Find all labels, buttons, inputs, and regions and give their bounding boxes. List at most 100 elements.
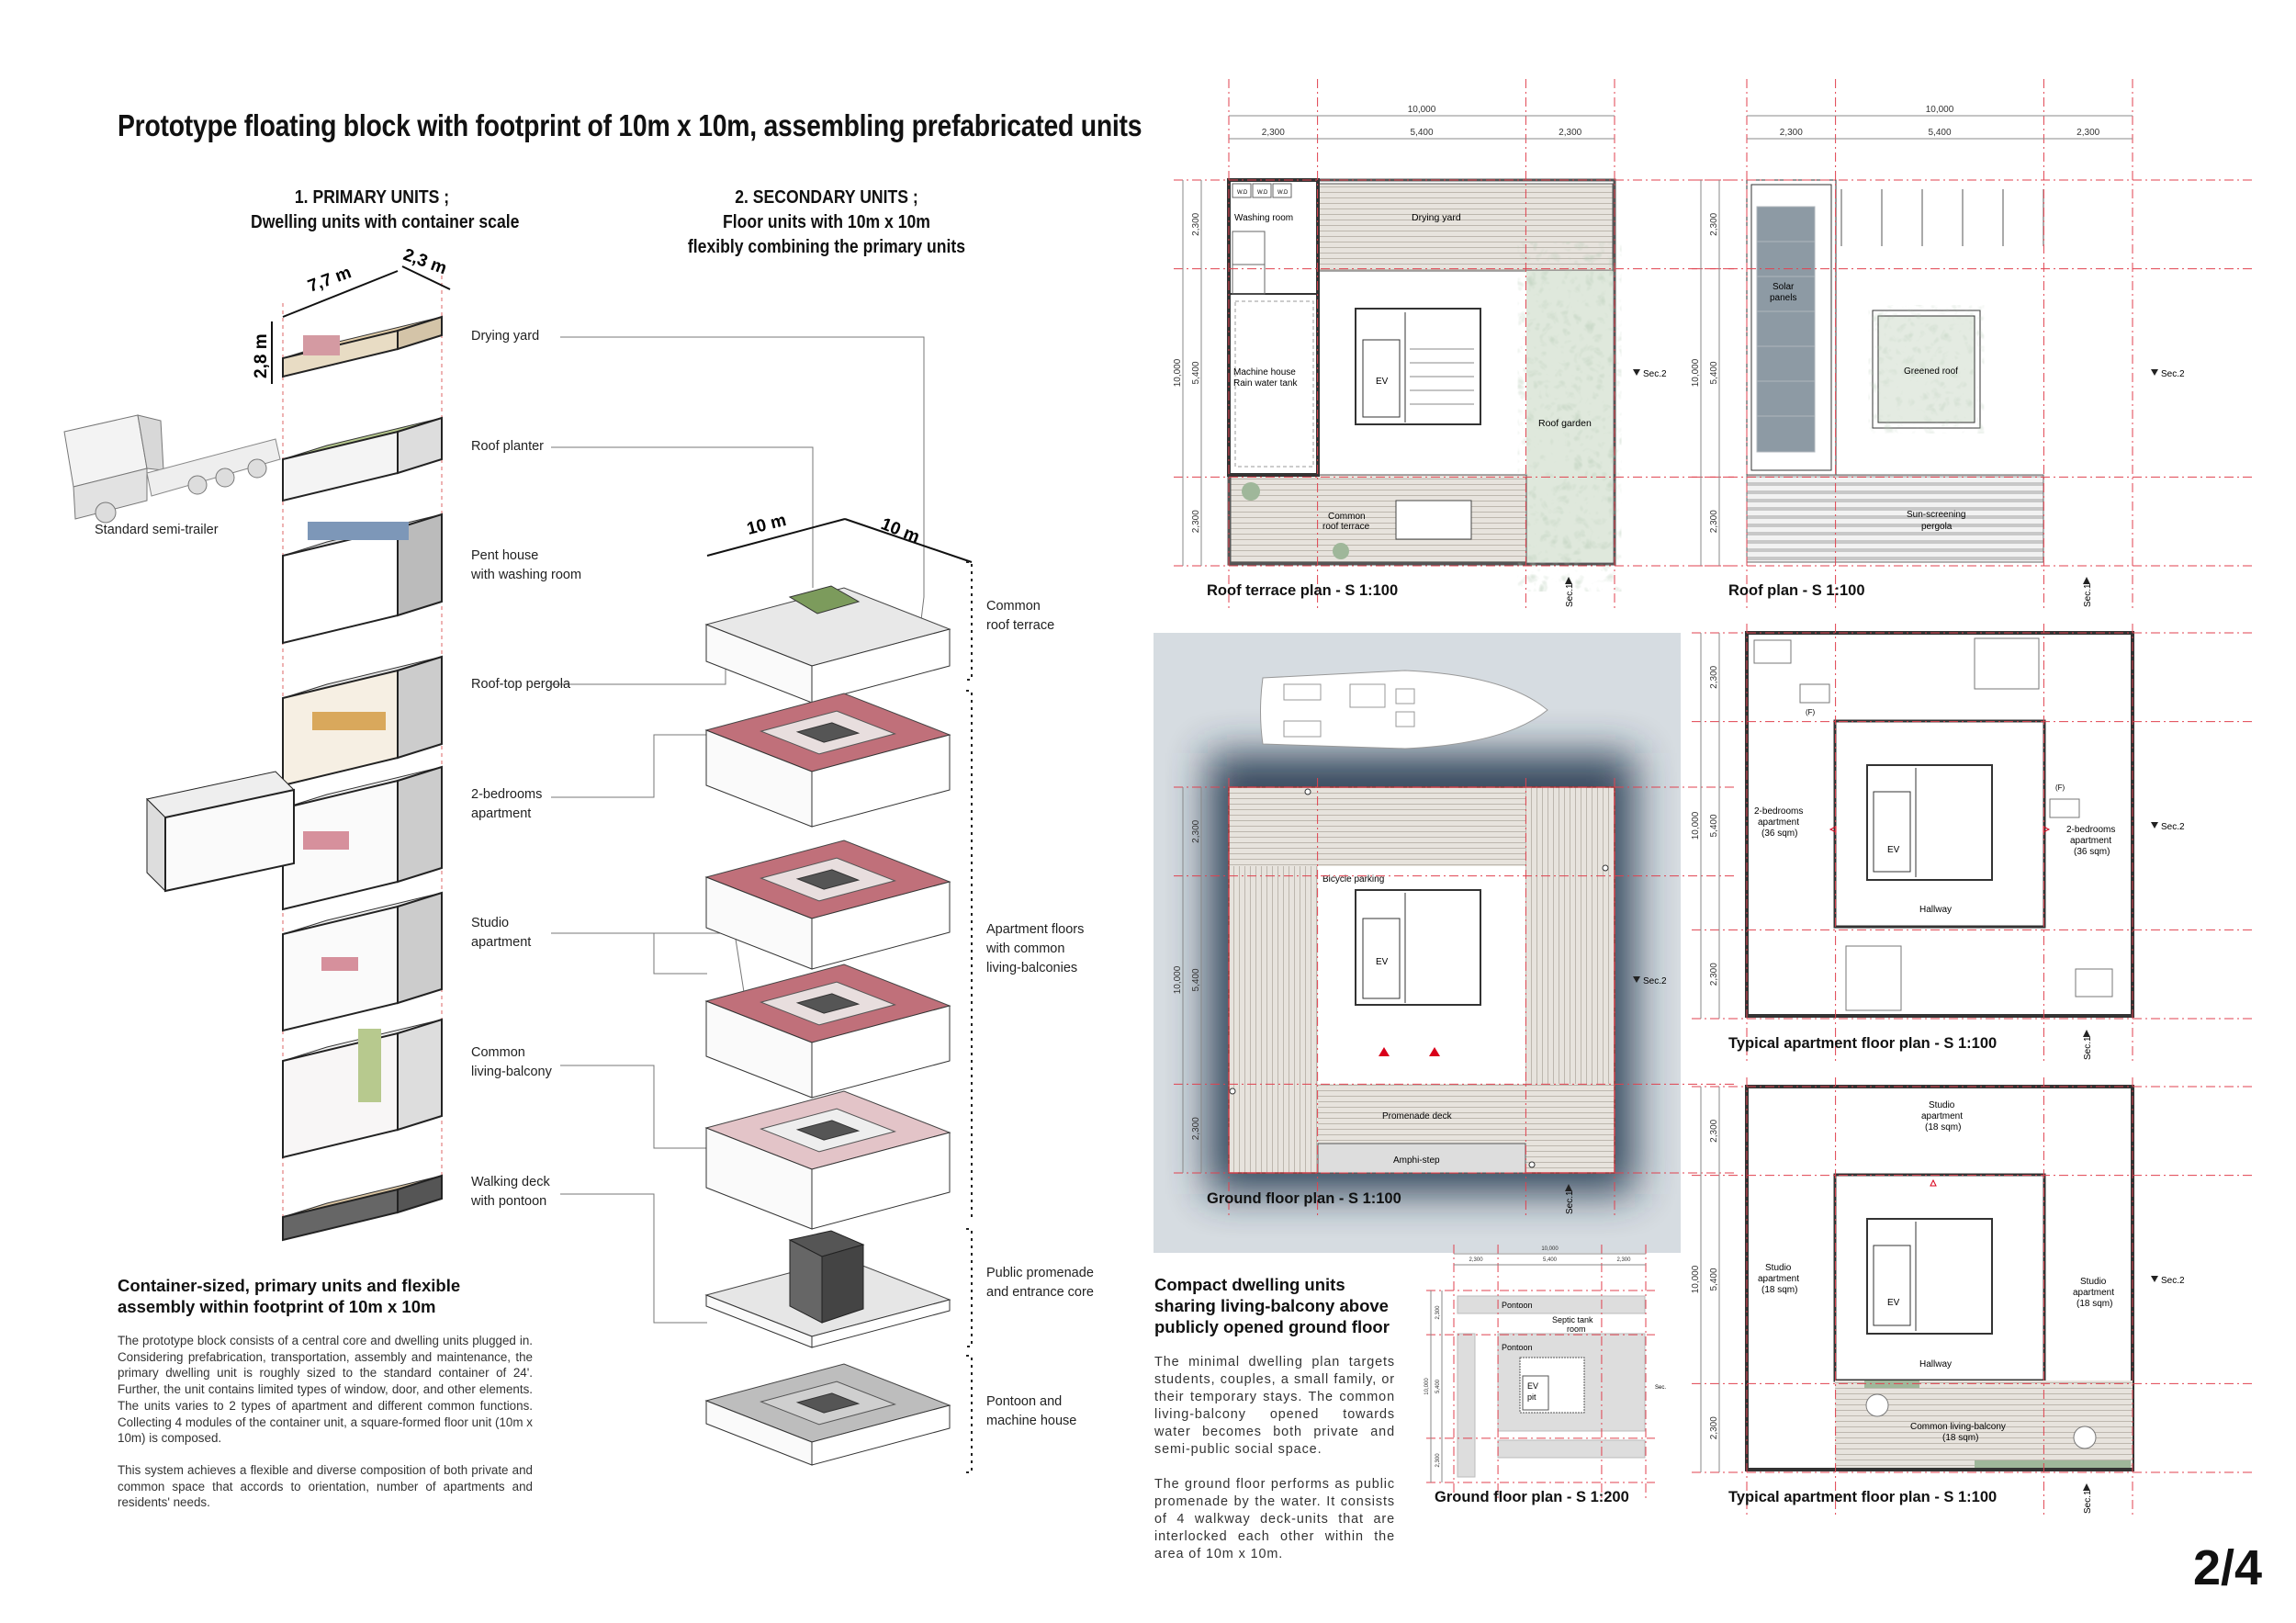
dimension-label: 2,300 [1709,510,1719,533]
septic-label-1: Septic tank [1552,1315,1593,1324]
studio-top-label-3: (18 sqm) [1925,1122,1961,1133]
pontoon-label-inner: Pontoon [1502,1343,1533,1352]
dimension-label: 5,400 [1928,128,1951,138]
primary-units-stack [145,276,443,1242]
section-1-marker [1565,577,1572,584]
dimension-label: 10,000 [1691,811,1701,840]
ground-floor-plan-small: Pontoon Septic tank room Pontoon EV pit … [1454,1291,1666,1482]
apartment-left-label-2: apartment [1758,817,1799,828]
studio-left-label-3: (18 sqm) [1761,1285,1797,1295]
roof-plan: Solar panels Greened roof Sun-screening … [1746,179,2044,563]
roof-plan-title: Roof plan - S 1:100 [1728,582,1865,599]
dimension-label: 5,400 [1191,968,1201,991]
studio-right-label-3: (18 sqm) [2077,1299,2112,1309]
dimension-label: 10,000 [1691,358,1701,387]
plan-grids: 10,000 2,300 5,400 2,300 10,000 2,300 5,400 2,3… [1173,79,2252,1518]
machine-house-label: Machine house [1233,367,1296,378]
sec-label: Sec. [1655,1385,1666,1391]
container-side [397,765,443,884]
dim-10m-b: 10 m [878,514,922,547]
studio-top-label-2: apartment [1921,1111,1963,1121]
dimension-label: 2,300 [1559,128,1581,138]
dimension-label: 10,000 [1173,358,1183,387]
secondary-floor-1 [704,693,951,828]
ground-floor-small-plan-title: Ground floor plan - S 1:200 [1435,1489,1629,1505]
secondary-subheading-2: flexibly combining the primary units [687,237,966,257]
dimension-label: 2,300 [1709,1119,1719,1142]
unit-drying-yard [282,315,443,378]
secondary-subheading-1: Floor units with 10m x 10m [723,212,930,232]
left-text-paragraph: The prototype block consists of a centra… [118,1334,533,1446]
typical-apartment-plan-b: EV Hallway Studio apartment (18 sqm) Stu… [1745,1085,2134,1471]
secondary-units-heading: 2. SECONDARY UNITS ; Floor units with 10… [685,186,968,260]
left-text-block: Container-sized, primary units and flexi… [118,1275,533,1527]
dimension-label: 2,300 [1435,1305,1441,1320]
container-accent [308,522,409,540]
container-accent [303,335,340,355]
dimension-label: 2,300 [1262,128,1285,138]
section-2-label: Sec.2 [2161,1276,2185,1286]
dimension-label: 2,300 [1616,1257,1631,1263]
dimension-label: 10,000 [1691,1265,1701,1293]
pergola-label-1: Sun-screening [1907,510,1965,520]
dimension-label: 10,000 [1173,965,1183,994]
container-side [397,416,443,475]
slab-right-face [811,1299,951,1348]
apartment-left-label-3: (36 sqm) [1761,828,1797,839]
solar-panels-label-1: Solar [1773,282,1795,292]
ground-floor-plan: EV Bicycle parking Promenade deck Amphi-… [1228,670,1615,1174]
primary-label-pergola: Roof-top pergola [471,677,571,692]
container-accent [303,831,349,850]
dimension-label: 2,300 [1780,128,1803,138]
roof-terrace-plan-title: Roof terrace plan - S 1:100 [1207,582,1399,599]
primary-subheading: Dwelling units with container scale [251,212,520,232]
apartment-right-label-1: 2-bedrooms [2066,825,2115,835]
greened-roof-label: Greened roof [1904,366,1958,377]
washing-room-label: Washing room [1234,213,1293,223]
primary-label-drying-yard: Drying yard [471,329,540,344]
dim-height: 2,8 m [252,333,271,378]
left-text-heading: Container-sized, primary units and flexi… [118,1276,461,1316]
primary-heading-text: 1. PRIMARY UNITS ; [294,187,450,208]
ev-label: EV [1376,377,1389,387]
apartment-plan-a-title: Typical apartment floor plan - S 1:100 [1728,1035,1998,1052]
unit-walking-deck [282,1174,443,1242]
section-1-label: Sec.1 [1565,583,1575,607]
dimension-label: 10,000 [1926,105,1954,115]
dimension-label: 2,300 [1435,1453,1441,1468]
dimension-label: 10,000 [1408,105,1436,115]
core [795,1392,861,1414]
primary-dimension-lines [271,265,451,384]
studio-right-label-1: Studio [2080,1277,2107,1287]
dimension-label: 5,400 [1435,1379,1441,1393]
semi-trailer-truck-drawing [63,414,281,524]
rain-water-tank-label: Rain water tank [1233,378,1298,389]
secondary-floor-2 [704,840,951,970]
dimension-label: 10,000 [1424,1378,1430,1395]
septic-label-2: room [1567,1324,1586,1334]
roof-terrace-label: roof terrace [1322,522,1370,532]
container-side [397,1174,443,1214]
fridge-label-left: (F) [1806,708,1816,716]
secondary-floor-4 [704,1090,951,1230]
section-2-marker [2151,1276,2158,1282]
page-number: 2/4 [2193,1540,2263,1595]
container-accent [321,957,358,971]
dimension-label: 5,400 [1191,361,1201,384]
studio-top-label-1: Studio [1929,1100,1955,1110]
dimension-label: 2,300 [1191,510,1201,533]
dimension-label: 5,400 [1709,1268,1719,1291]
fridge-label-right: (F) [2055,783,2065,792]
dimension-label: 5,400 [1709,814,1719,837]
secondary-pontoon [704,1363,951,1466]
roof-terrace-plan: W.D W.D W.D Washing room Machine house R… [1227,178,1616,566]
section-1-marker [2083,577,2090,584]
boat [1260,670,1548,750]
secondary-units-stack [704,585,951,1466]
